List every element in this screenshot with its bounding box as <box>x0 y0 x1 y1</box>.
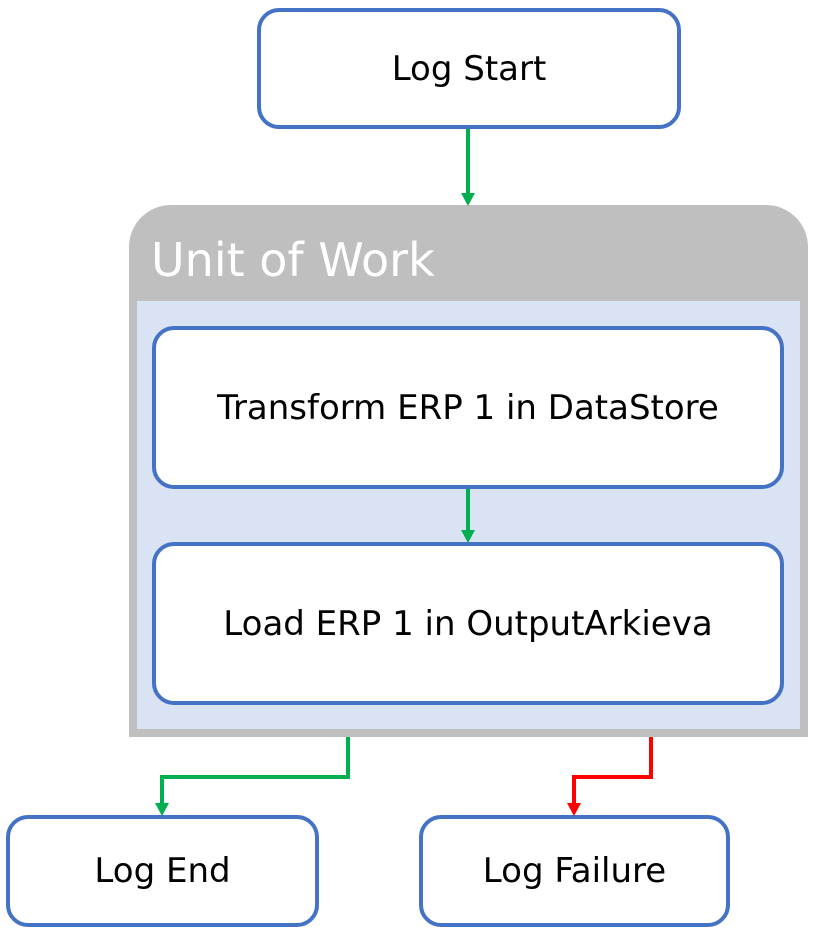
edge-unit-to-log-failure <box>567 737 653 816</box>
log-start-node[interactable]: Log Start <box>257 8 681 129</box>
load-node[interactable]: Load ERP 1 in OutputArkieva <box>152 542 784 705</box>
log-end-node[interactable]: Log End <box>6 815 319 927</box>
edge-log-start-to-unit <box>461 129 475 206</box>
log-failure-node[interactable]: Log Failure <box>419 815 730 927</box>
transform-node[interactable]: Transform ERP 1 in DataStore <box>152 326 784 489</box>
group-title: Unit of Work <box>151 233 435 287</box>
edge-unit-to-log-end <box>155 737 350 816</box>
